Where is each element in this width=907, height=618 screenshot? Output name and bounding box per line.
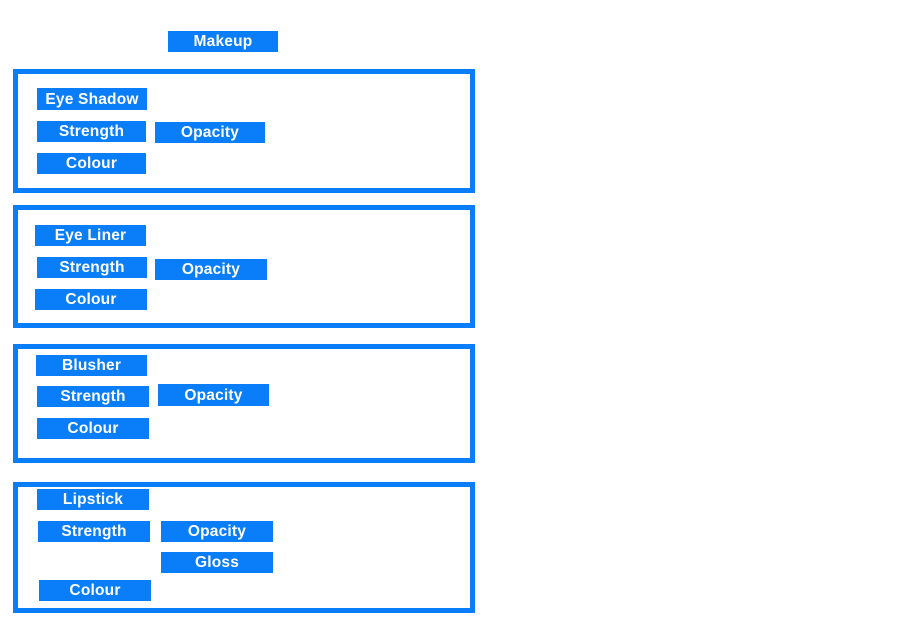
eye-shadow-strength-button[interactable]: Strength — [37, 121, 146, 142]
makeup-title: Makeup — [168, 31, 278, 52]
blusher-title: Blusher — [36, 355, 147, 376]
section-lipstick: Lipstick Strength Opacity Gloss Colour — [13, 482, 475, 613]
eye-shadow-opacity-button[interactable]: Opacity — [155, 122, 265, 143]
eye-liner-opacity-button[interactable]: Opacity — [155, 259, 267, 280]
section-blusher: Blusher Strength Opacity Colour — [13, 344, 475, 463]
blusher-opacity-button[interactable]: Opacity — [158, 384, 269, 406]
eye-liner-title: Eye Liner — [35, 225, 146, 246]
eye-liner-strength-button[interactable]: Strength — [37, 257, 147, 278]
blusher-colour-button[interactable]: Colour — [37, 418, 149, 439]
lipstick-colour-button[interactable]: Colour — [39, 580, 151, 601]
lipstick-gloss-button[interactable]: Gloss — [161, 552, 273, 573]
eye-liner-colour-button[interactable]: Colour — [35, 289, 147, 310]
eye-shadow-title: Eye Shadow — [37, 88, 147, 110]
eye-shadow-colour-button[interactable]: Colour — [37, 153, 146, 174]
lipstick-title: Lipstick — [37, 489, 149, 510]
blusher-strength-button[interactable]: Strength — [37, 386, 149, 407]
lipstick-strength-button[interactable]: Strength — [38, 521, 150, 542]
lipstick-opacity-button[interactable]: Opacity — [161, 521, 273, 542]
section-eye-shadow: Eye Shadow Strength Opacity Colour — [13, 69, 475, 193]
section-eye-liner: Eye Liner Strength Opacity Colour — [13, 205, 475, 328]
